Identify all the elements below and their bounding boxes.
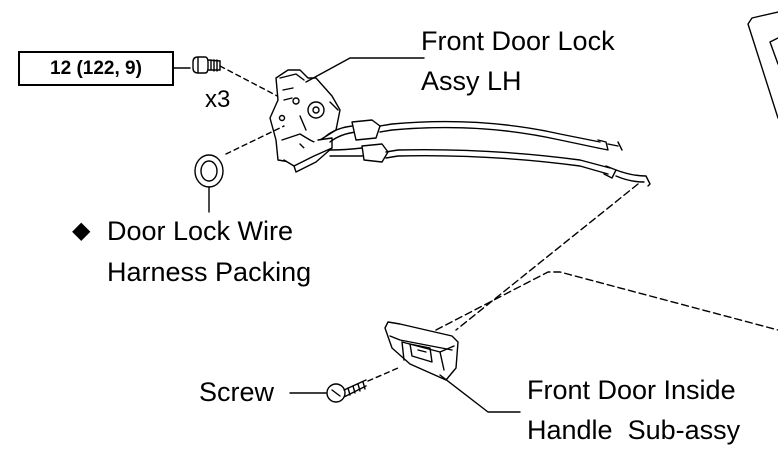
leader-inside-handle <box>439 374 521 413</box>
inside-handle-sub-assembly <box>384 321 459 381</box>
lock-assy-label-line1: Front Door Lock <box>421 26 615 56</box>
lock-bolt-screw <box>192 56 221 74</box>
screw-label: Screw <box>199 377 275 407</box>
inside-handle-label-line2: Handle Sub-assy <box>527 415 741 445</box>
wire-harness-packing-ring <box>194 154 224 188</box>
packing-label-line2: Harness Packing <box>107 257 312 287</box>
torque-spec-box: 12 (122, 9) <box>18 51 174 86</box>
important-part-marker: ◆ <box>72 217 91 244</box>
quantity-label: x3 <box>205 86 231 113</box>
front-door-lock-assembly <box>269 69 341 173</box>
packing-axis-dashed-line <box>225 125 285 155</box>
cable-to-handle-dashed-line <box>455 183 639 331</box>
door-panel-outline <box>747 11 778 119</box>
packing-label-line1: Door Lock Wire <box>107 216 294 246</box>
lock-assy-label-line2: Assy LH <box>421 66 522 96</box>
handle-mounting-screw <box>326 379 367 403</box>
control-cables <box>325 119 651 187</box>
screw-axis-dashed-line <box>219 65 286 101</box>
handle-screw-dashed-line <box>367 367 399 382</box>
leader-lock-assy <box>305 57 425 83</box>
door-edge-dashed-line <box>435 271 778 331</box>
inside-handle-label-line1: Front Door Inside <box>527 375 736 405</box>
